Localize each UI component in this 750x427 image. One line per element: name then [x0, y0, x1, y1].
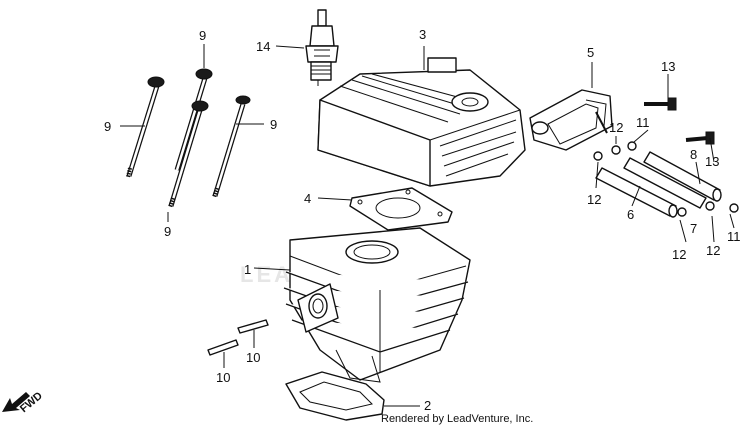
- label-clip-12: 12: [706, 243, 721, 258]
- label-dowel-pin: 10: [216, 370, 231, 385]
- bolt-13-lower: [685, 131, 715, 145]
- credit-text: Rendered by LeadVenture, Inc.: [381, 413, 534, 425]
- label-hose-8: 8: [690, 147, 698, 162]
- base-gasket: [285, 371, 385, 421]
- reed-valve: [529, 89, 613, 151]
- label-bolt-13: 13: [705, 154, 720, 169]
- hose-8: [623, 151, 722, 209]
- label-stud-bolt: 9: [164, 224, 172, 239]
- label-head-gasket: 4: [304, 191, 312, 206]
- label-clip-12: 12: [672, 247, 687, 262]
- label-spark-plug: 14: [256, 39, 271, 54]
- forward-direction-marker: FWD: [0, 388, 52, 415]
- label-cylinder: 1: [244, 262, 252, 277]
- label-bolt-13: 13: [661, 59, 676, 74]
- label-dowel-pin: 10: [246, 350, 261, 365]
- label-reed-valve: 5: [587, 45, 595, 60]
- label-stud-bolt: 9: [104, 119, 112, 134]
- bolt-13-upper: [644, 97, 677, 111]
- head-gasket: [349, 187, 453, 231]
- label-clip-12: 12: [609, 120, 624, 135]
- stud-bolt-left: [126, 76, 165, 178]
- label-base-gasket: 2: [424, 398, 432, 413]
- spark-plug: [305, 9, 339, 86]
- label-hose-6: 6: [627, 207, 635, 222]
- label-cylinder-head: 3: [419, 27, 427, 42]
- dowel-pins: [207, 319, 269, 356]
- cylinder: [283, 227, 471, 383]
- hose-6: [595, 167, 678, 218]
- cylinder-head: [317, 57, 526, 187]
- forward-arrow-icon: [2, 392, 30, 412]
- clips: [593, 141, 739, 217]
- stud-bolt-center-a: [174, 68, 213, 171]
- stud-bolt-right: [212, 95, 251, 198]
- label-stud-bolt: 9: [270, 117, 278, 132]
- label-clip-12: 12: [587, 192, 602, 207]
- label-clip-11: 11: [727, 229, 741, 244]
- stud-bolt-center-b: [168, 100, 209, 208]
- label-hose-clip-7: 7: [690, 221, 698, 236]
- label-clip-11: 11: [636, 115, 650, 130]
- label-stud-bolt: 9: [199, 28, 207, 43]
- leader-lines: [120, 44, 735, 407]
